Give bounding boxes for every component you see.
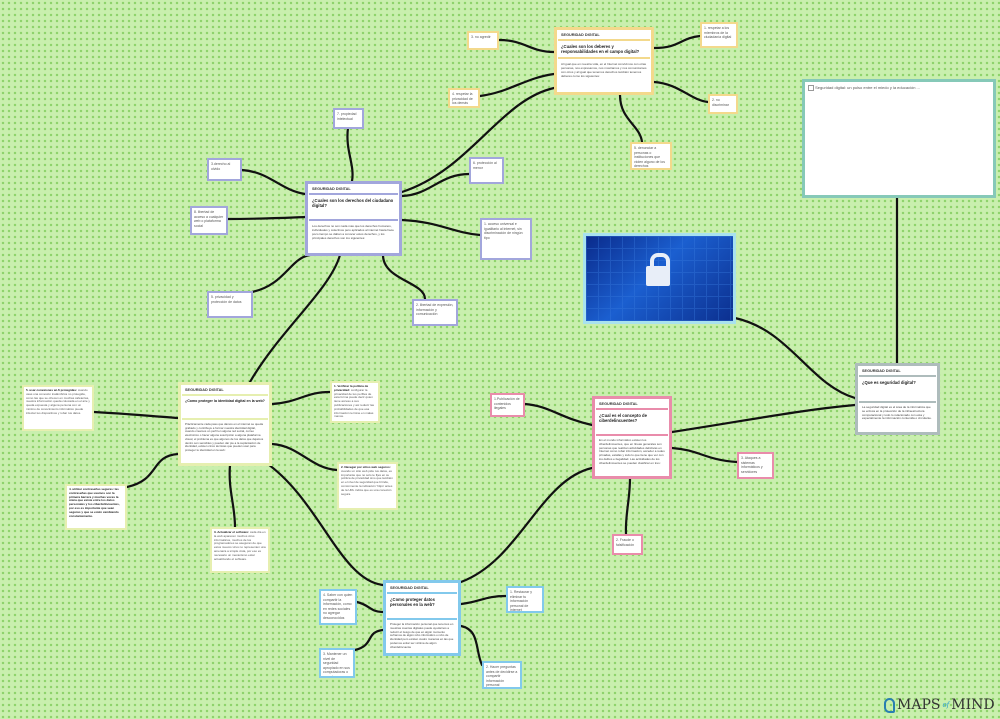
node-header: SEGURIDAD DIGITAL: [596, 400, 668, 410]
padlock-network-icon[interactable]: [583, 233, 736, 324]
leaf-datos-3[interactable]: 3. Mantener un nivel de seguridad apropi…: [319, 648, 355, 678]
leaf-deber-3[interactable]: 3. no agredir: [467, 31, 499, 50]
link-datos-ciber: [459, 466, 594, 584]
node-header: SEGURIDAD DIGITAL: [387, 584, 457, 594]
leaf-derecho-8[interactable]: 8. libertad de acceso a cualquier web o …: [190, 206, 228, 235]
leaf-derecho-5[interactable]: 5. privacidad y protección de datos: [207, 291, 253, 318]
leaf-identidad-1[interactable]: 1. Verificar la política de privacidad: …: [330, 381, 380, 423]
link-identidad-derechos: [248, 253, 342, 384]
node-ciberdelincuentes[interactable]: SEGURIDAD DIGITAL ¿Cual es el concepto d…: [592, 396, 672, 479]
node-derechos[interactable]: SEGURIDAD DIGITAL ¿Cuales son los derech…: [305, 181, 402, 256]
broken-image-icon: [808, 85, 814, 91]
node-body: Los derechos no son nada mas que los der…: [312, 224, 394, 240]
leaf-ciber-1[interactable]: 1.Publicación de contenidos ilegales: [490, 393, 525, 417]
leaf-derecho-3[interactable]: 3.derecho al olvido: [207, 158, 242, 181]
node-body: Al igual que en nuestra vida, en el Inte…: [561, 62, 647, 78]
node-body: La seguridad digital es el área de la in…: [862, 405, 932, 421]
embed-title: Seguridad digital: un pulso entre el mie…: [815, 85, 920, 91]
node-header: SEGURIDAD DIGITAL: [309, 185, 398, 195]
leaf-datos-2[interactable]: 2. Hacer preguntas antes de decidirse a …: [482, 661, 522, 689]
leaf-identidad-3[interactable]: 3. Actualizar el software: cada día en l…: [210, 527, 270, 573]
leaf-derecho-7[interactable]: 7. propiedad intelectual: [333, 108, 364, 129]
node-question: ¿Que es seguridad digital?: [859, 377, 936, 403]
node-body: En el mundo informático existen los cibe…: [599, 438, 665, 465]
leaf-deber-4[interactable]: 4. respetar la privacidad de los demás: [448, 88, 480, 108]
link-derechos-deberes: [400, 86, 556, 194]
leaf-identidad-2[interactable]: 2. Navegar por sitios web seguros: cuand…: [337, 462, 398, 510]
node-header: SEGURIDAD DIGITAL: [558, 31, 650, 41]
leaf-ciber-3[interactable]: 3. Ataques a sistemas informáticos y ser…: [737, 452, 774, 479]
leaf-derecho-6[interactable]: 6. protección al menor: [469, 157, 504, 184]
node-question: ¿Cuales son los deberes y responsabilida…: [558, 41, 650, 59]
leaf-deber-5[interactable]: 5. denunciar a personas o instituciones …: [630, 142, 672, 170]
link-identidad-datos: [263, 460, 385, 587]
leaf-datos-4[interactable]: 4. Saber con quien compartir la informac…: [319, 589, 357, 625]
node-question: ¿Cual es el concepto de ciberdelincuente…: [596, 410, 668, 436]
leaf-identidad-5[interactable]: 5. usar conexiones wi-fi protegidas: cua…: [22, 385, 94, 431]
leaf-deber-2[interactable]: 2. no discriminar: [708, 94, 738, 114]
link-ciber-seguridad: [670, 403, 857, 434]
node-header: SEGURIDAD DIGITAL: [182, 386, 268, 396]
node-body: Proteger la información personal que ten…: [390, 622, 454, 649]
node-identidad[interactable]: SEGURIDAD DIGITAL ¿Como proteger la iden…: [178, 382, 272, 466]
leaf-identidad-4[interactable]: 4. utilizar contraseñas seguras: las con…: [65, 484, 127, 530]
node-question: ¿Cuales son los derechos del ciudadano d…: [309, 195, 398, 221]
node-seguridad-digital[interactable]: SEGURIDAD DIGITAL ¿Que es seguridad digi…: [855, 363, 940, 435]
node-deberes[interactable]: SEGURIDAD DIGITAL ¿Cuales son los debere…: [554, 27, 654, 95]
embedded-link-preview[interactable]: Seguridad digital: un pulso entre el mie…: [802, 79, 996, 198]
node-question: ¿Como proteger datos personales en la we…: [387, 594, 457, 620]
leaf-derecho-2[interactable]: 2. libertad de expresión, información y …: [412, 299, 458, 326]
leaf-deber-1[interactable]: 1. respetar a los miembros de la ciudada…: [700, 22, 738, 48]
node-question: ¿Como proteger la identidad digital en l…: [182, 396, 268, 420]
leaf-ciber-2[interactable]: 2. Fraude o falsificación: [612, 534, 643, 555]
brain-head-icon: [884, 697, 895, 713]
node-header: SEGURIDAD DIGITAL: [859, 367, 936, 377]
leaf-datos-1[interactable]: 1. Restaurar y eliminar tu información p…: [506, 586, 544, 613]
node-body: Prácticamente cada paso que damos en el …: [185, 422, 264, 452]
link-image-seguridad: [733, 316, 857, 400]
leaf-derecho-1[interactable]: 1. acceso universal e igualitario al int…: [480, 218, 532, 260]
node-datos[interactable]: SEGURIDAD DIGITAL ¿Como proteger datos p…: [383, 580, 461, 656]
